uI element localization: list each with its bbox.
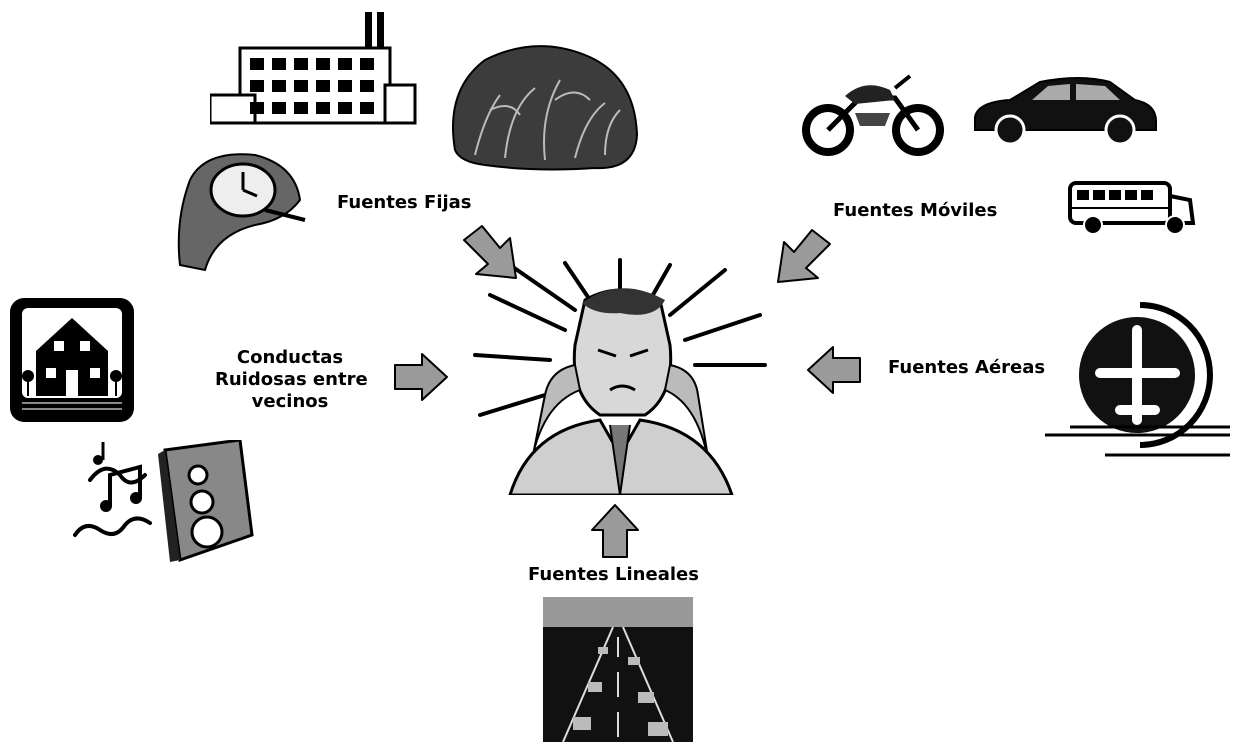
- mobile-sources-arrow: [772, 226, 834, 286]
- air-sources-label: Fuentes Aéreas: [888, 357, 1045, 379]
- stressed-man-icon: [470, 255, 770, 495]
- highway-traffic-icon: [543, 597, 693, 742]
- clock-hand-icon: [175, 140, 315, 280]
- linear-sources-label: Fuentes Lineales: [528, 564, 699, 586]
- airport-icon: [1045, 295, 1230, 460]
- fixed-sources-label: Fuentes Fijas: [337, 192, 472, 214]
- neighbor-noise-label-line-3: vecinos: [215, 391, 365, 413]
- fixed-sources-arrow: [460, 222, 522, 282]
- car-icon: [970, 72, 1160, 147]
- linear-sources-arrow: [590, 502, 640, 560]
- neighbor-noise-label-line-2: Ruidosas entre: [215, 369, 365, 391]
- air-sources-arrow: [805, 345, 863, 395]
- factory-icon: [210, 10, 420, 125]
- neighbor-noise-arrow: [392, 352, 450, 402]
- motorcycle-icon: [800, 68, 945, 160]
- mobile-sources-label: Fuentes Móviles: [833, 200, 997, 222]
- speaker-music-icon: [70, 440, 265, 565]
- forest-icon: [445, 40, 640, 175]
- house-icon: [8, 296, 136, 424]
- bus-icon: [1065, 178, 1200, 238]
- neighbor-noise-label-line-1: Conductas: [215, 347, 365, 369]
- neighbor-noise-label: Conductas Ruidosas entre vecinos: [215, 347, 365, 413]
